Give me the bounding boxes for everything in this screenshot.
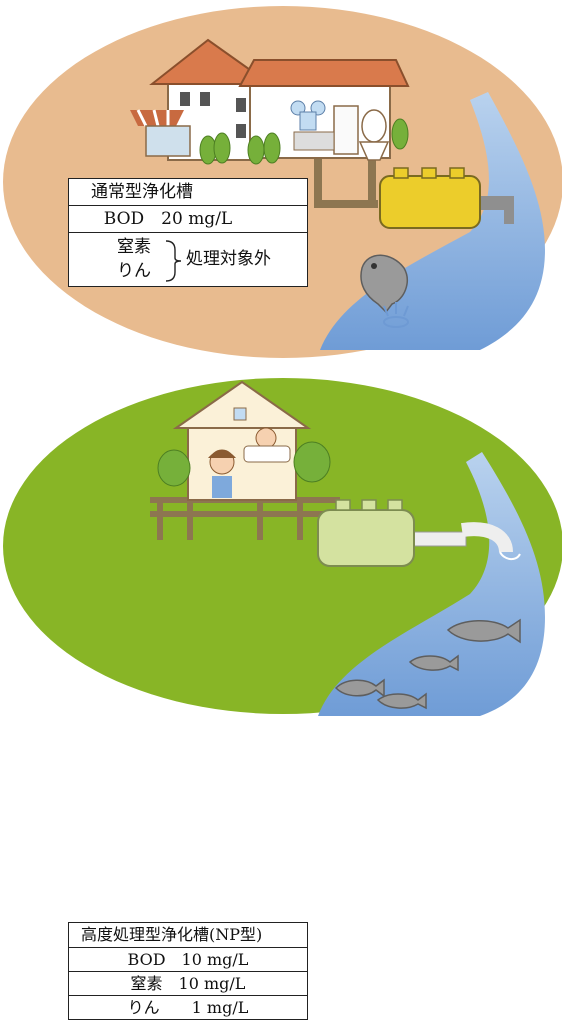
- river: [318, 452, 545, 716]
- standard-tank-title: 通常型浄化槽: [91, 182, 193, 202]
- np-phosphorus-value: りん 1 mg/L: [69, 995, 307, 1019]
- brace-icon: [165, 240, 182, 282]
- np-nitrogen-value: 窒素 10 mg/L: [69, 971, 307, 995]
- np-scene-illustration: [3, 378, 562, 716]
- standard-phosphorus-label: りん: [117, 261, 151, 281]
- fish-icon: [360, 254, 408, 314]
- outlet-pipe: [413, 522, 521, 560]
- septic-tank-icon: [379, 167, 481, 229]
- standard-tank-scene: 通常型浄化槽 BOD 20 mg/L 窒素 りん 処理対象外: [0, 0, 562, 360]
- bathtub-icon: [243, 427, 291, 463]
- faucet-icon: [290, 100, 326, 131]
- standard-excluded-label: 処理対象外: [186, 249, 271, 269]
- np-tank-scene: 高度処理型浄化槽(NP型) BOD 10 mg/L 窒素 10 mg/L りん …: [0, 372, 562, 1020]
- splash-icon: [383, 302, 409, 328]
- tree-icon: [157, 441, 331, 487]
- np-tank-title: 高度処理型浄化槽(NP型): [81, 925, 263, 944]
- fish-icon: [334, 618, 521, 710]
- standard-bod-value: BOD 20 mg/L: [69, 205, 307, 232]
- np-bod-value: BOD 10 mg/L: [69, 947, 307, 971]
- standard-nitrogen-label: 窒素: [117, 237, 151, 257]
- septic-tank-icon: [317, 499, 415, 567]
- standard-nutrient-row: 窒素 りん 処理対象外: [69, 232, 307, 286]
- np-tank-spec-table: 高度処理型浄化槽(NP型) BOD 10 mg/L 窒素 10 mg/L りん …: [68, 922, 308, 1020]
- tree-icon: [199, 118, 409, 165]
- toilet-icon: [358, 109, 390, 161]
- person-icon: [208, 449, 236, 498]
- river: [320, 92, 545, 350]
- standard-tank-spec-table: 通常型浄化槽 BOD 20 mg/L 窒素 りん 処理対象外: [68, 178, 308, 287]
